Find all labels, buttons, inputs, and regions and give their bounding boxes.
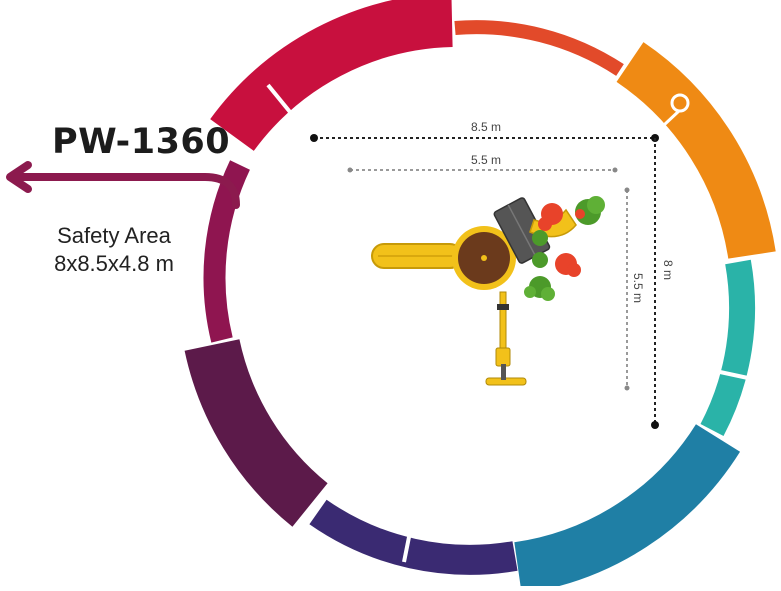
outer-width-label: 8.5 m [471,120,501,134]
playground-equipment [371,196,605,386]
ring-segment-red [210,0,454,152]
dimension-lines: 8.5 m 5.5 m 8 m 5.5 m [310,120,675,429]
ring-segment-blue [513,423,741,591]
safety-area-label: Safety Area [57,223,171,248]
platform [452,226,516,290]
inner-width-label: 5.5 m [471,153,501,167]
ring-segment-teal [700,259,756,437]
leaf-decorations [524,196,605,301]
ring-segment-orange [616,42,776,259]
model-code: PW-1360 [52,122,231,162]
ring-segment-plum [184,338,328,527]
safety-area-text: Safety Area 8x8.5x4.8 m [34,222,194,278]
inner-depth-label: 5.5 m [631,273,645,303]
slide [371,243,463,269]
safety-ring [184,0,776,591]
ring-gap [402,531,412,563]
ring-marker-icon [662,93,690,127]
outer-depth-label: 8 m [661,260,675,280]
safety-area-value: 8x8.5x4.8 m [54,251,174,276]
ring-gap [719,370,749,380]
left-arrow [6,161,240,209]
spring-rider [485,291,527,386]
ring-segment-orange-red [454,20,624,76]
ring-gap [266,83,292,114]
ring-segment-indigo [309,499,518,575]
